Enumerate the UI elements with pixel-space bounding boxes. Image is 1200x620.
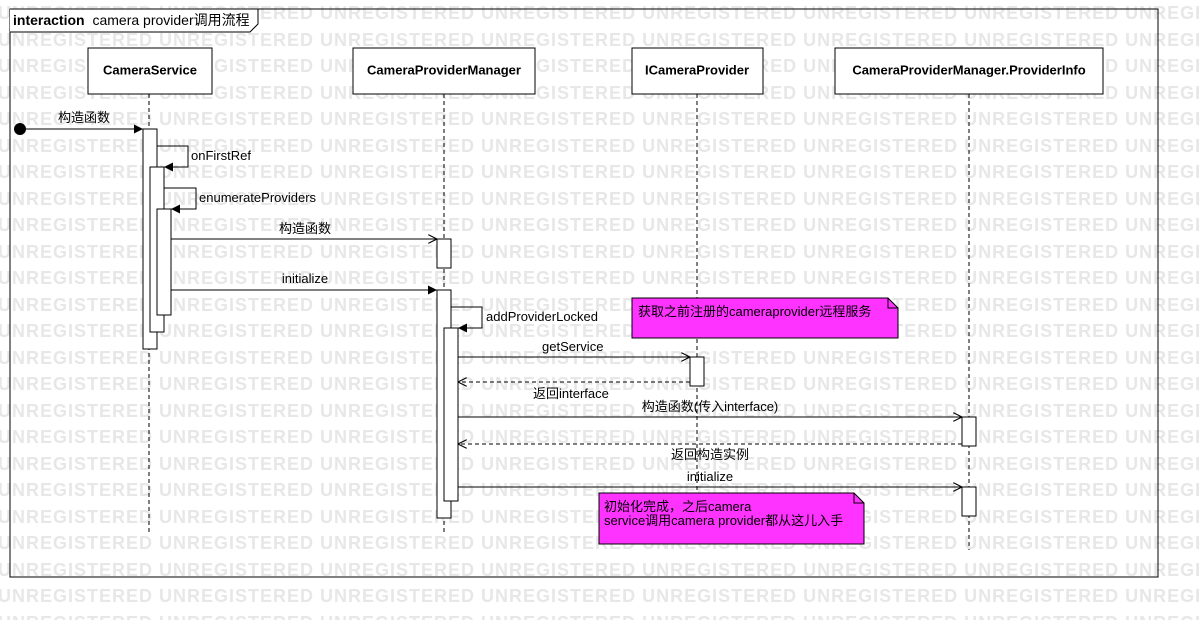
activation-icp-getservice — [689, 356, 705, 387]
message-label-getservice: getService — [542, 339, 603, 354]
activation-pi-initialize — [961, 486, 977, 517]
frame-label: interaction camera provider调用流程 — [13, 12, 250, 28]
message-arrow-addproviderlocked[interactable] — [451, 306, 483, 333]
message-label-pi-ctor: 构造函数(传入interface) — [642, 399, 779, 414]
activation-pi-ctor — [961, 416, 977, 447]
message-label-pi-initialize: initialize — [687, 469, 733, 484]
lifeline-box-icameraprovider[interactable] — [631, 47, 764, 95]
frame-label-tab — [10, 8, 259, 33]
message-label-return-interface: 返回interface — [533, 386, 609, 401]
note-init-done-text-line1: 初始化完成，之后camera — [604, 499, 752, 514]
frame-keyword: interaction — [13, 12, 85, 28]
frame-name: camera provider调用流程 — [92, 12, 249, 28]
message-arrow-onfirstref[interactable] — [157, 145, 189, 172]
activation-cameraservice-enumerate — [156, 208, 172, 316]
activation-cpm-ctor — [436, 238, 452, 269]
lifeline-label-cameraservice: CameraService — [103, 62, 197, 77]
lifeline-label-icameraprovider: ICameraProvider — [645, 62, 749, 77]
message-label-return-ctor-instance: 返回构造实例 — [671, 447, 749, 462]
lifeline-label-cameraprovidermanager: CameraProviderManager — [367, 62, 521, 77]
message-label-initialize: initialize — [282, 271, 328, 286]
lifeline-box-cameraservice[interactable] — [87, 47, 213, 95]
lifeline-box-cameraprovidermanager[interactable] — [352, 47, 536, 95]
activation-cpm-addproviderlocked — [443, 327, 459, 502]
note-get-service-text: 获取之前注册的cameraprovider远程服务 — [638, 304, 871, 319]
message-label-found-ctor: 构造函数 — [58, 110, 110, 125]
message-label-onfirstref: onFirstRef — [191, 148, 251, 163]
note-init-done[interactable] — [598, 492, 865, 545]
lifeline-box-providerinfo[interactable] — [834, 47, 1104, 95]
note-get-service-fold — [887, 298, 898, 309]
note-get-service[interactable] — [631, 297, 899, 339]
message-label-enumerateproviders: enumerateProviders — [199, 190, 317, 205]
lifeline-label-providerinfo: CameraProviderManager.ProviderInfo — [852, 62, 1085, 77]
note-init-done-text-line2: service调用camera provider都从这儿入手 — [604, 513, 843, 528]
note-init-done-fold — [853, 493, 864, 504]
interaction-frame — [9, 8, 1159, 578]
message-label-cpm-ctor: 构造函数 — [279, 221, 331, 236]
message-label-addproviderlocked: addProviderLocked — [486, 309, 598, 324]
message-arrow-enumerateproviders[interactable] — [164, 187, 197, 214]
